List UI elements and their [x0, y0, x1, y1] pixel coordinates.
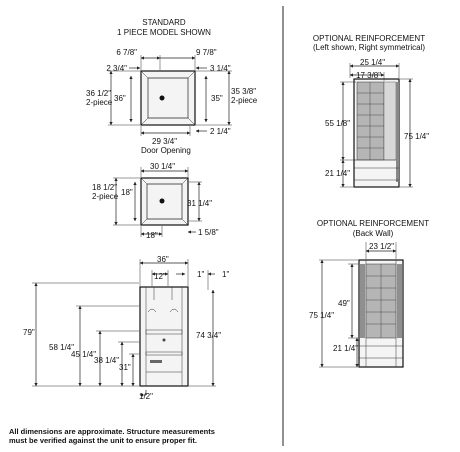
- dim-12: 12": [154, 272, 166, 281]
- dim-9-7-8: 9 7/8": [196, 48, 217, 57]
- dim-36-front: 36": [157, 255, 169, 264]
- dim-3-1-4: 3 1/4": [210, 64, 231, 73]
- reinforcement-back-subtitle: (Back Wall): [353, 229, 394, 238]
- standard-subtitle: 1 PIECE MODEL SHOWN: [117, 28, 211, 37]
- dim-36-left: 36": [114, 94, 126, 103]
- dim-21-1-4-back: 21 1/4": [333, 344, 358, 353]
- label-2-piece-left: 2-piece: [86, 98, 113, 107]
- dim-30-1-4: 30 1/4": [150, 162, 175, 171]
- dim-1-5-8: 1 5/8": [198, 228, 219, 237]
- drain-icon-small: [159, 198, 165, 204]
- dim-21-1-4-side: 21 1/4": [325, 169, 350, 178]
- dim-29-3-4: 29 3/4": [152, 137, 177, 146]
- dim-31: 31": [119, 363, 131, 372]
- dim-2-1-4: 2 1/4": [210, 127, 231, 136]
- dim-1-2: 1/2": [139, 392, 153, 401]
- dim-1-a: 1": [197, 270, 204, 279]
- top-plan-view: 6 7/8" 9 7/8" 2 3/4" 3 1/4" 36 1/2" 2-pi…: [86, 48, 258, 155]
- dim-35-3-8: 35 3/8": [231, 87, 256, 96]
- dim-23-1-2: 23 1/2": [369, 242, 394, 251]
- reinforcement-side-view: 25 1/4" 17 3/8" 55 1/8" 21 1/4" 75 1/4": [325, 58, 429, 188]
- label-door-opening: Door Opening: [141, 146, 191, 155]
- dim-75-1-4-back: 75 1/4": [309, 311, 334, 320]
- dim-18-1-2: 18 1/2": [92, 183, 117, 192]
- standard-title: STANDARD: [142, 18, 186, 27]
- dim-75-1-4-side: 75 1/4": [404, 132, 429, 141]
- dim-18-bottom: 18": [146, 231, 158, 240]
- dim-6-7-8: 6 7/8": [116, 48, 137, 57]
- dim-31-1-4: 31 1/4": [187, 199, 212, 208]
- reinforcement-back-view: 23 1/2" 75 1/4" 49" 21 1/4": [309, 242, 404, 368]
- front-elevation-view: 36" 12" 1" 1" 79" 58 1/4" 45 1/4" 38 1/4…: [23, 255, 229, 401]
- dim-25-1-4: 25 1/4": [360, 58, 385, 67]
- dim-45-1-4: 45 1/4": [71, 350, 96, 359]
- drain-icon: [159, 95, 165, 101]
- small-plan-outline: [140, 177, 189, 226]
- dim-58-1-4: 58 1/4": [49, 343, 74, 352]
- label-2-piece-small: 2-piece: [92, 192, 119, 201]
- disclaimer-line-2: must be verified against the unit to ens…: [9, 436, 197, 445]
- dim-35: 35": [211, 94, 223, 103]
- reinforcement-side-subtitle: (Left shown, Right symmetrical): [313, 43, 425, 52]
- dim-49: 49": [338, 299, 350, 308]
- dim-2-3-4: 2 3/4": [106, 64, 127, 73]
- dim-38-1-4: 38 1/4": [94, 356, 119, 365]
- dim-36-1-2: 36 1/2": [86, 89, 111, 98]
- dim-18-side: 18": [121, 188, 133, 197]
- reinforcement-side-title: OPTIONAL REINFORCEMENT: [313, 34, 425, 43]
- label-2-piece-right: 2-piece: [231, 96, 258, 105]
- disclaimer-note: All dimensions are approximate. Structur…: [9, 427, 269, 445]
- dim-55-1-8: 55 1/8": [325, 119, 350, 128]
- dim-1-b: 1": [222, 270, 229, 279]
- dim-79: 79": [23, 328, 35, 337]
- top-plan-outline: [140, 70, 196, 126]
- reinforcement-back-title: OPTIONAL REINFORCEMENT: [317, 219, 429, 228]
- small-plan-view: 30 1/4" 18 1/2" 2-piece 18" 31 1/4" 18" …: [92, 162, 219, 240]
- dim-17-3-8: 17 3/8": [356, 71, 381, 80]
- dim-74-3-4: 74 3/4": [196, 331, 221, 340]
- front-elevation-outline: [139, 286, 189, 387]
- disclaimer-line-1: All dimensions are approximate. Structur…: [9, 427, 215, 436]
